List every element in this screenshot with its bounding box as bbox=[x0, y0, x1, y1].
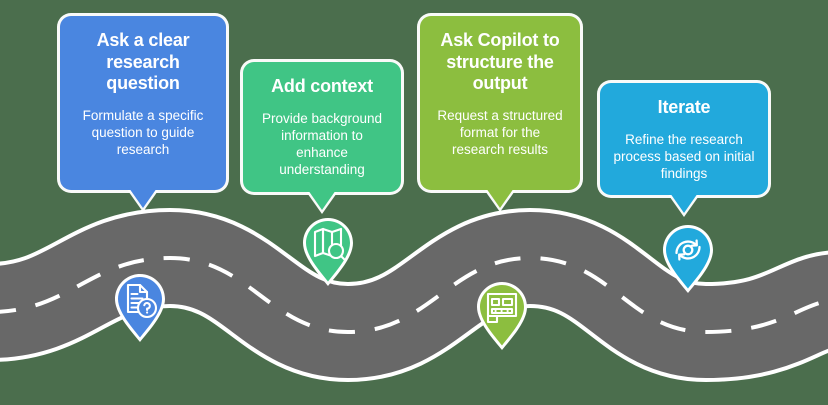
map-pin-1[interactable] bbox=[112, 272, 168, 344]
card-tail-4 bbox=[670, 193, 698, 214]
step-title-4: Iterate bbox=[657, 97, 711, 117]
step-card-2[interactable]: Add context Provide background informati… bbox=[243, 62, 401, 214]
step-title-1: Ask a clear research question bbox=[96, 30, 190, 94]
map-pin-3[interactable] bbox=[474, 280, 530, 352]
map-pin-2[interactable] bbox=[300, 216, 356, 288]
document-question-icon bbox=[126, 283, 158, 319]
step-description-4: Refine the research process based on ini… bbox=[613, 131, 755, 182]
step-title-2: Add context bbox=[271, 76, 373, 96]
refresh-cycle-icon bbox=[675, 239, 701, 261]
step-title-3: Ask Copilot to structure the output bbox=[440, 30, 560, 94]
step-description-3: Request a structured format for the rese… bbox=[437, 107, 563, 158]
card-tail-1 bbox=[129, 188, 157, 208]
step-description-1: Formulate a specific question to guide r… bbox=[82, 107, 204, 158]
card-tail-2 bbox=[308, 190, 336, 210]
structured-layout-icon bbox=[486, 292, 518, 324]
step-card-3[interactable]: Ask Copilot to structure the output Requ… bbox=[420, 16, 580, 212]
card-tail-3 bbox=[486, 188, 514, 208]
map-pin-4[interactable] bbox=[660, 223, 716, 295]
map-search-icon bbox=[313, 227, 347, 262]
road-center-dashes bbox=[0, 255, 828, 335]
step-card-4[interactable]: Iterate Refine the research process base… bbox=[600, 83, 768, 218]
step-description-2: Provide background information to enhanc… bbox=[261, 110, 383, 178]
step-card-1[interactable]: Ask a clear research question Formulate … bbox=[60, 16, 226, 212]
